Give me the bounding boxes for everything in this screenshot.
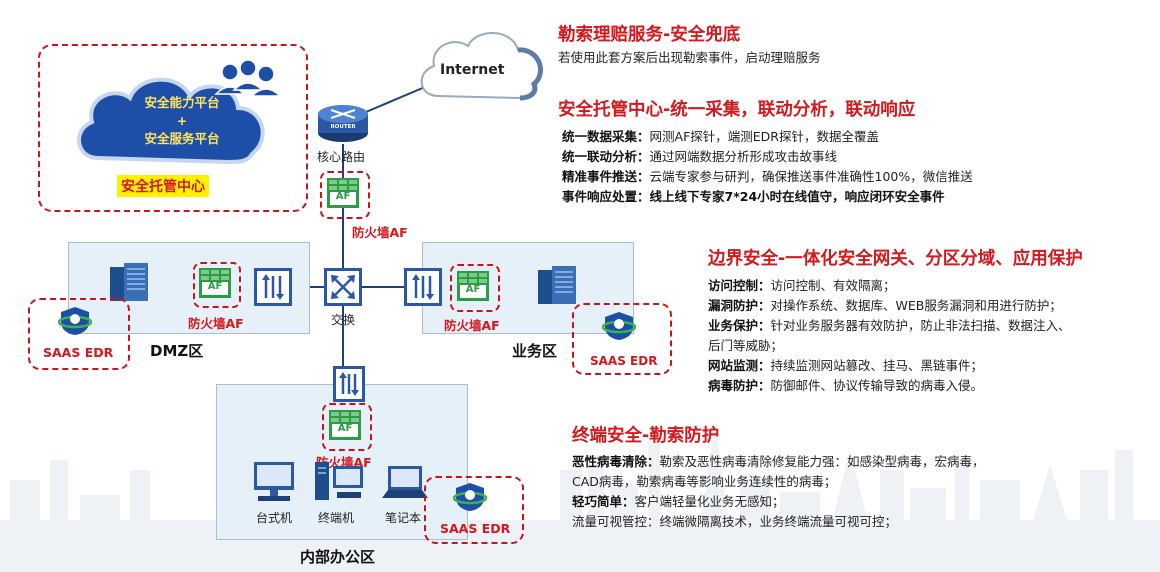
desktop-label: 台式机	[256, 511, 293, 525]
section-line: 事件响应处置：线上线下专家7*24小时在线值守，响应闭环安全事件	[562, 189, 945, 204]
dmz-firewall-label: 防火墙AF	[188, 316, 244, 331]
business-firewall-label: 防火墙AF	[444, 318, 500, 333]
section-title: 安全托管中心-统一采集，联动分析，联动响应	[558, 100, 916, 120]
business-firewall-box	[450, 264, 500, 312]
section-ransom-claim: 勒索理赔服务-安全兜底 若使用此套方案后出现勒索事件，启动理赔服务	[558, 21, 821, 68]
business-edr-icon	[602, 312, 636, 340]
soc-platform-line2: 安全服务平台	[144, 131, 220, 146]
business-server-icon	[538, 266, 576, 304]
section-line: 恶性病毒清除：勒索及恶性病毒清除修复能力强：如感染型病毒，宏病毒，	[572, 454, 985, 469]
section-line: 流量可视管控：终端微隔离技术，业务终端流量可视可控；	[572, 514, 898, 529]
router-icon	[318, 105, 368, 142]
dmz-edr-label: SAAS EDR	[43, 345, 114, 360]
business-firewall-af: AF	[465, 284, 481, 295]
office-link-switch-icon	[333, 366, 365, 402]
business-edr-label: SAAS EDR	[590, 354, 658, 368]
business-link-switch-icon	[404, 268, 442, 306]
section-line: 病毒防护：防御邮件、协议传输导致的病毒入侵。	[708, 378, 984, 393]
section-title: 终端安全-勒索防护	[572, 426, 720, 446]
section-line: CAD病毒，勒索病毒等影响业务连续性的病毒；	[572, 474, 837, 489]
internet-cloud-icon	[420, 32, 544, 101]
soc-platform-plus: +	[176, 113, 188, 128]
section-title: 勒索理赔服务-安全兜底	[558, 25, 741, 45]
dmz-firewall-icon	[199, 268, 231, 298]
section-boundary-security: 边界安全-一体化安全网关、分区分域、应用保护 访问控制：访问控制、有效隔离； 漏…	[708, 245, 1083, 396]
dmz-link-switch-icon	[254, 268, 292, 306]
laptop-icon	[382, 466, 428, 498]
office-firewall-box	[322, 403, 372, 451]
core-firewall-label: 防火墙AF	[352, 225, 408, 240]
core-firewall-af: AF	[335, 191, 351, 202]
terminal-label: 终端机	[318, 511, 355, 525]
dmz-firewall-box	[193, 262, 241, 308]
router-label: 核心路由	[317, 150, 366, 164]
dmz-edr-box	[28, 298, 130, 370]
section-line: 后门等威胁；	[708, 338, 784, 353]
desktop-icon	[254, 462, 294, 501]
terminal-icon	[315, 462, 363, 500]
switch-label: 交换	[331, 313, 356, 327]
core-firewall-icon	[327, 178, 359, 208]
section-line: 访问控制：访问控制、有效隔离；	[708, 278, 896, 293]
section-line: 业务保护：针对业务服务器有效防护，防止非法扫描、数据注入、	[708, 318, 1071, 333]
section-title: 边界安全-一体化安全网关、分区分域、应用保护	[708, 249, 1083, 269]
office-edr-icon	[453, 483, 487, 511]
office-firewall-af: AF	[337, 423, 353, 434]
office-title: 内部办公区	[300, 548, 376, 566]
soc-title: 安全托管中心	[117, 175, 209, 197]
soc-dashed-box	[38, 44, 308, 212]
dmz-server-icon	[110, 263, 148, 301]
dmz-firewall-af: AF	[207, 281, 223, 292]
section-endpoint-security: 终端安全-勒索防护 恶性病毒清除：勒索及恶性病毒清除修复能力强：如感染型病毒，宏…	[572, 422, 985, 532]
core-firewall-box	[320, 171, 370, 219]
section-line: 漏洞防护：对操作系统、数据库、WEB服务漏洞和用进行防护；	[708, 298, 1062, 313]
section-line: 若使用此套方案后出现勒索事件，启动理赔服务	[558, 50, 821, 65]
dmz-edr-icon	[58, 307, 92, 335]
office-edr-label: SAAS EDR	[440, 521, 511, 536]
dmz-title: DMZ区	[150, 342, 204, 360]
laptop-label: 笔记本	[385, 511, 422, 525]
section-line: 统一联动分析：通过网端数据分析形成攻击故事线	[562, 149, 838, 164]
office-edr-box	[424, 476, 524, 544]
section-line: 轻巧简单：客户端轻量化业务无感知；	[572, 494, 785, 509]
business-firewall-icon	[457, 271, 489, 301]
section-line: 统一数据采集：网测AF探针，端测EDR探针，数据全覆盖	[562, 129, 879, 144]
business-title: 业务区	[512, 342, 558, 360]
office-firewall-icon	[329, 410, 361, 440]
section-line: 网站监测：持续监测网站篡改、挂马、黑链事件；	[708, 358, 984, 373]
section-line: 精准事件推送：云端专家参与研判，确保推送事件准确性100%，微信推送	[562, 169, 973, 184]
internet-label: Internet	[440, 62, 505, 78]
router-badge: ROUTER	[330, 124, 356, 130]
business-edr-box	[572, 303, 672, 375]
core-switch-icon	[324, 268, 362, 306]
soc-platform-line1: 安全能力平台	[144, 95, 220, 110]
soc-cloud-icon	[77, 59, 282, 165]
section-managed-soc: 安全托管中心-统一采集，联动分析，联动响应 统一数据采集：网测AF探针，端测ED…	[558, 96, 973, 207]
